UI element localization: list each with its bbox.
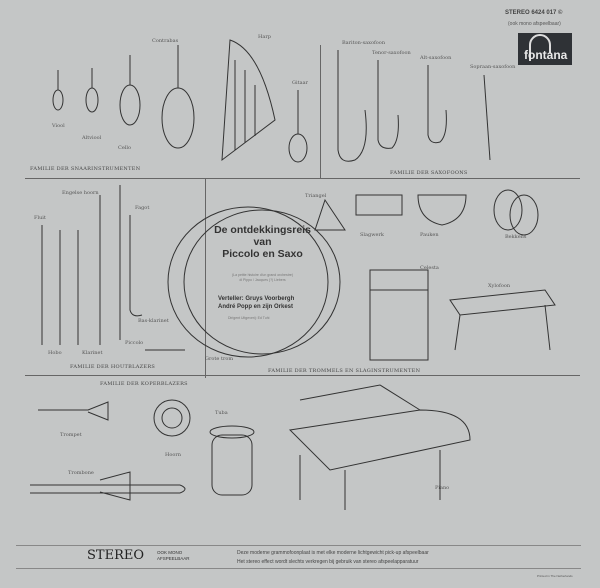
label-xylofoon: Xylofoon bbox=[488, 283, 511, 289]
label-trombone: Trombone bbox=[68, 470, 94, 476]
celesta-icon bbox=[369, 269, 429, 361]
subtitle: (La petite histoire d'un grand orchestre… bbox=[205, 273, 320, 283]
label-sopraan-sax: Sopraan-saxofoon bbox=[470, 64, 516, 70]
logo-text: fontana bbox=[524, 48, 568, 62]
label-pauken: Pauken bbox=[420, 232, 439, 238]
family-woodwinds: FAMILIE DER HOUTBLAZERS bbox=[70, 364, 156, 370]
triangle-icon bbox=[314, 198, 346, 231]
label-bas-klarinet: Bas-klarinet bbox=[138, 318, 169, 324]
horn-icon bbox=[153, 399, 191, 437]
divider bbox=[205, 178, 206, 378]
tuba-icon bbox=[209, 425, 255, 496]
label-bariton-sax: Bariton-saxofoon bbox=[342, 40, 386, 46]
trombone-icon bbox=[30, 471, 186, 501]
footer-text-2: Het stereo effect wordt slechts verkrege… bbox=[237, 559, 419, 565]
title-line-2: van bbox=[253, 236, 272, 248]
family-brass: FAMILIE DER KOPERBLAZERS bbox=[100, 381, 188, 387]
label-cello: Cello bbox=[118, 145, 131, 151]
label-gitaar: Gitaar bbox=[292, 80, 308, 86]
label-piccolo: Piccolo bbox=[125, 340, 144, 346]
title-line-3: Piccolo en Saxo bbox=[222, 248, 303, 260]
timpani-icon bbox=[417, 194, 467, 226]
narrator: Verteller: Gruys Voorbergh bbox=[218, 296, 295, 302]
label-contrabas: Contrabas bbox=[152, 38, 179, 44]
bass-drum-icon bbox=[167, 206, 341, 358]
instrument-illustrations bbox=[30, 39, 556, 510]
cello-icon bbox=[119, 55, 141, 126]
label-hobo: Hobo bbox=[48, 350, 62, 356]
mono-line-1: OOK MONO bbox=[157, 550, 183, 555]
saxophone-icon bbox=[337, 50, 491, 162]
subtitle-line-2: di Pippo / Jacques (?) Liebers bbox=[239, 278, 286, 282]
mono-note: (ook mono afspeelbaar) bbox=[508, 21, 561, 27]
guitar-icon bbox=[288, 90, 308, 163]
fontana-logo: fontana bbox=[518, 33, 572, 65]
label-slagwerk: Slagwerk bbox=[360, 232, 384, 238]
label-alt-sax: Alt-saxofoon bbox=[420, 55, 452, 61]
double-bass-icon bbox=[161, 45, 195, 149]
catalog-number: STEREO 6424 017 © bbox=[505, 10, 563, 16]
label-celesta: Celesta bbox=[420, 265, 439, 271]
trumpet-icon bbox=[38, 401, 109, 421]
footer-text: Deze moderne grammofoonplaat is met elke… bbox=[237, 549, 429, 567]
label-fagot: Fagot bbox=[135, 205, 150, 211]
label-piano: Piano bbox=[435, 485, 450, 491]
snare-drum-icon bbox=[355, 194, 403, 216]
label-triangel: Triangel bbox=[305, 193, 327, 199]
violin-icon bbox=[52, 70, 64, 111]
mono-label: OOK MONO AFSPEELBAAR bbox=[157, 550, 190, 562]
printed-in: Printed in The Netherlands bbox=[537, 574, 573, 578]
label-altviool: Altviool bbox=[82, 135, 102, 141]
cymbals-icon bbox=[493, 189, 539, 236]
label-engelse-hoorn: Engelse hoorn bbox=[62, 190, 99, 196]
label-fluit: Fluit bbox=[34, 215, 46, 221]
footer-text-1: Deze moderne grammofoonplaat is met elke… bbox=[237, 550, 429, 556]
divider bbox=[320, 45, 321, 178]
viola-icon bbox=[85, 68, 99, 113]
divider bbox=[25, 178, 580, 179]
logo-arch-icon bbox=[529, 34, 551, 61]
title-line-1: De ontdekkingsreis bbox=[214, 224, 311, 236]
credits: Verteller: Gruys Voorbergh André Popp en… bbox=[218, 295, 294, 311]
family-saxes: FAMILIE DER SAXOFOONS bbox=[390, 170, 468, 176]
label-trompet: Trompet bbox=[60, 432, 82, 438]
footer-line-bottom bbox=[16, 568, 581, 569]
label-tuba: Tuba bbox=[215, 410, 228, 416]
mono-line-2: AFSPEELBAAR bbox=[157, 556, 190, 561]
subtitle-line-1: (La petite histoire d'un grand orchestre… bbox=[232, 273, 293, 277]
label-grote-trom: Grote trom bbox=[205, 356, 234, 362]
harp-icon bbox=[221, 39, 276, 162]
divider bbox=[25, 375, 580, 376]
label-bekkens: Bekkens bbox=[505, 234, 527, 240]
piano-icon bbox=[288, 384, 471, 510]
family-strings: FAMILIE DER SNAARINSTRUMENTEN bbox=[30, 166, 141, 172]
credits-small: Dirigent Uitgeverij: Ed Tuhi bbox=[228, 316, 270, 320]
woodwinds-icon bbox=[41, 185, 185, 351]
stereo-label: STEREO bbox=[87, 548, 145, 563]
footer-line-top bbox=[16, 545, 581, 546]
label-hoorn: Hoorn bbox=[165, 452, 181, 458]
orchestra: André Popp en zijn Orkest bbox=[218, 304, 294, 310]
label-klarinet: Klarinet bbox=[82, 350, 103, 356]
label-viool: Viool bbox=[52, 123, 65, 129]
label-tenor-sax: Tenor-saxofoon bbox=[372, 50, 411, 56]
family-percussion: FAMILIE DER TROMMELS EN SLAGINSTRUMENTEN bbox=[268, 368, 421, 374]
label-harp: Harp bbox=[258, 34, 271, 40]
xylophone-icon bbox=[449, 289, 556, 351]
album-title: De ontdekkingsreis van Piccolo en Saxo bbox=[200, 224, 325, 260]
